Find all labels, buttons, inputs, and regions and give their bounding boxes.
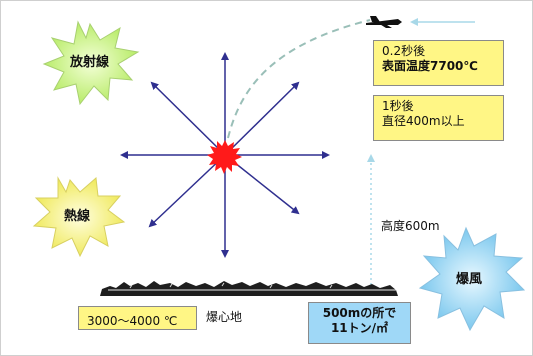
fireball-temperature: 表面温度7700℃ [382, 59, 478, 73]
blast-label: 爆風 [456, 272, 483, 287]
hypocenter-temp-box: 3000〜4000 ℃ [78, 306, 197, 330]
blast-distance: 500mの所で [322, 306, 397, 320]
heat-starburst-icon [32, 176, 126, 258]
trajectory-line [227, 19, 371, 139]
altitude-label: 高度600m [381, 219, 440, 233]
blast-pressure: 11トン/㎡ [330, 321, 389, 335]
bomber-plane-icon [366, 16, 402, 28]
hypocenter-label: 爆心地 [206, 310, 243, 324]
fireball-time: 0.2秒後 [382, 44, 426, 58]
city-skyline-icon [100, 281, 398, 296]
arrow-up-left [150, 81, 226, 156]
fireball-size-box: 1秒後 直径400m以上 [373, 95, 504, 141]
radiation-label: 放射線 [70, 55, 110, 70]
heat-label: 熱線 [64, 209, 91, 224]
hypocenter-temperature: 3000〜4000 ℃ [87, 314, 178, 328]
blast-starburst-icon [418, 226, 526, 332]
fireball-temp-box: 0.2秒後 表面温度7700℃ [373, 40, 504, 86]
fireball-icon [207, 140, 242, 174]
fireball-diameter: 直径400m以上 [382, 114, 465, 128]
arrow-up-right [224, 81, 300, 156]
arrow-down-left [148, 154, 226, 228]
blast-pressure-box: 500mの所で 11トン/㎡ [308, 302, 411, 344]
radiation-starburst-icon [42, 20, 140, 106]
fireball-size-time: 1秒後 [382, 99, 414, 113]
